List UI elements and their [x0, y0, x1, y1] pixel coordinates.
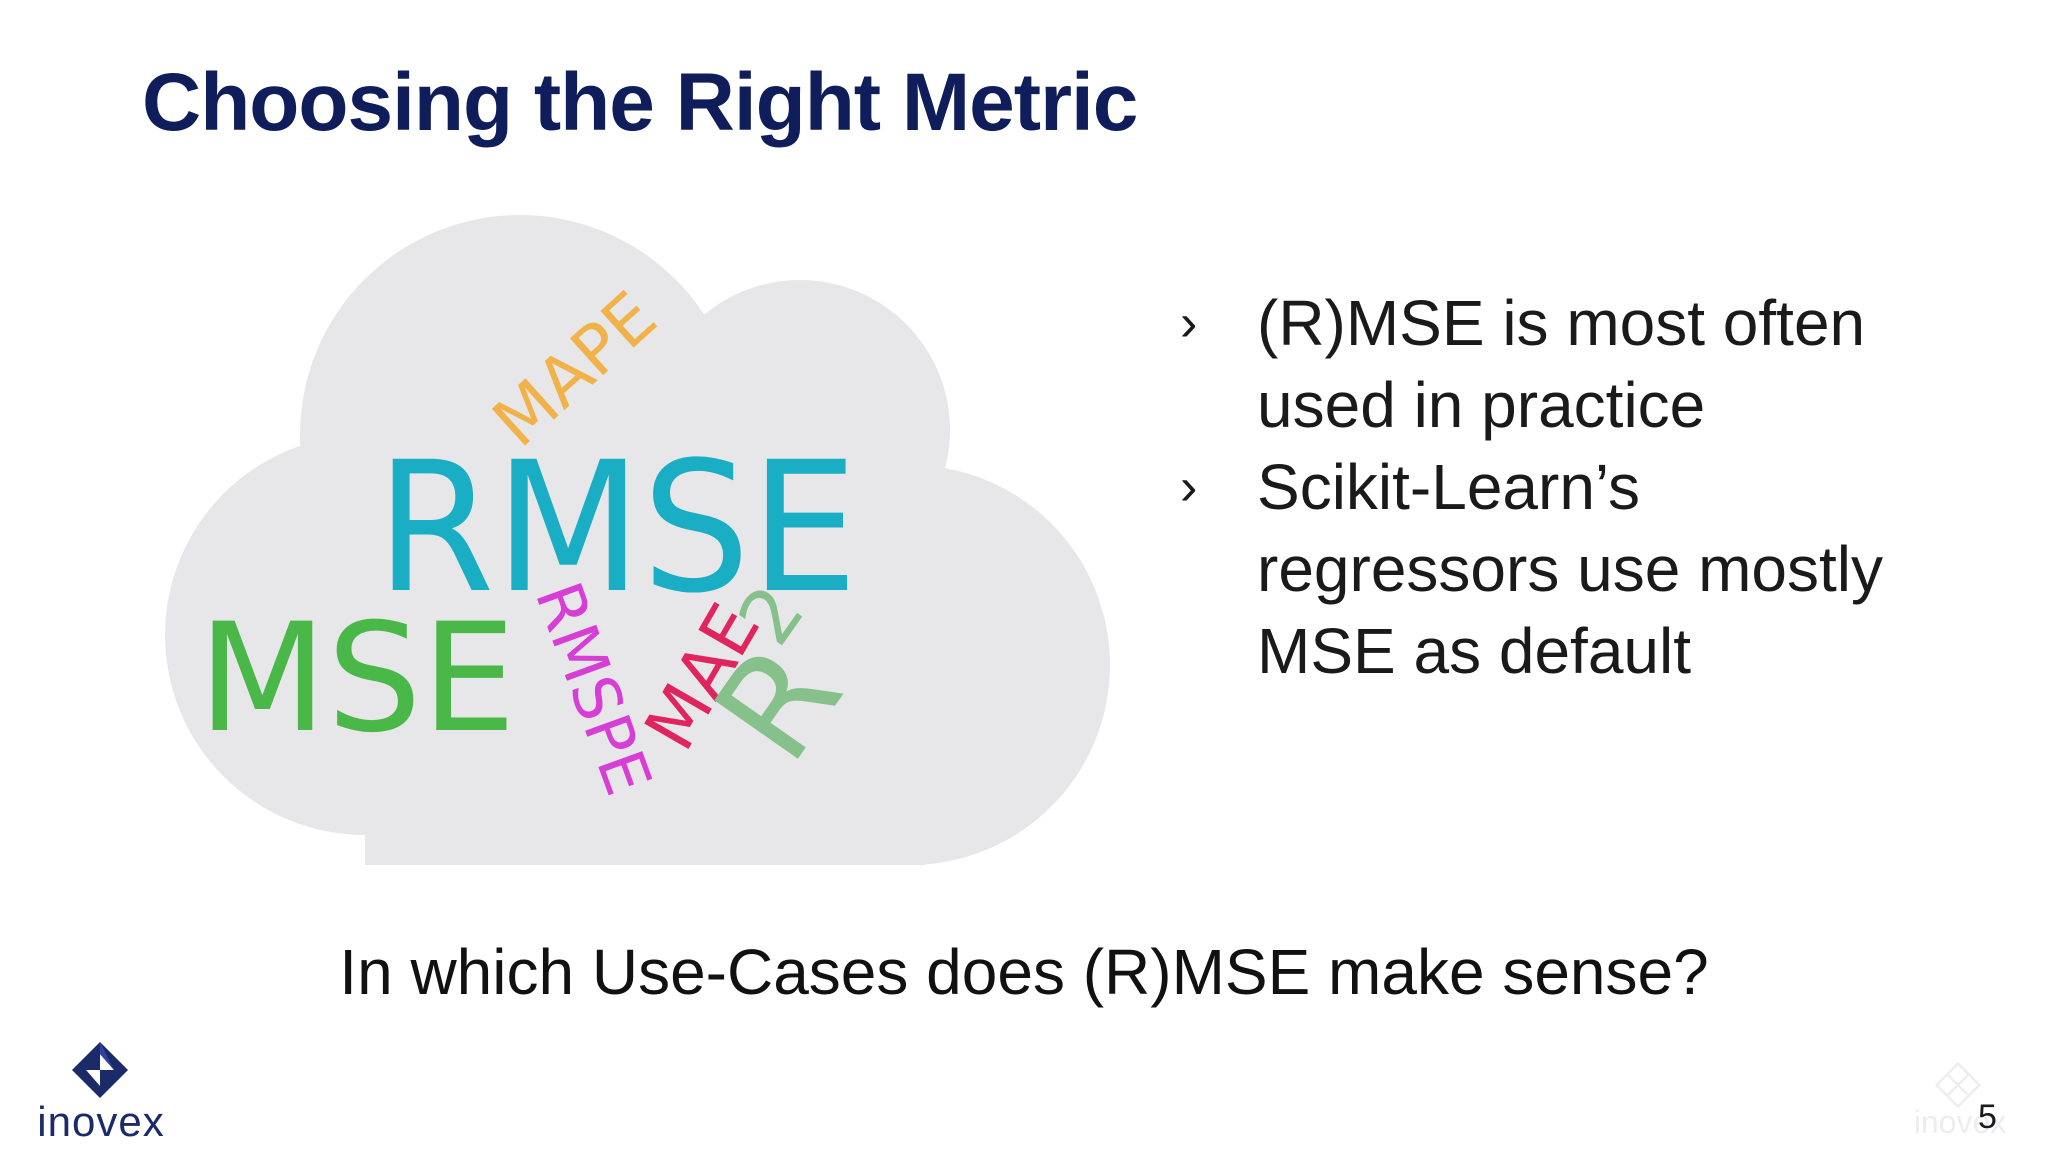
chevron-right-icon: ›: [1180, 294, 1198, 352]
page-number: 5: [1978, 1098, 1997, 1136]
bullet-item: › (R)MSE is most often used in practice: [1180, 282, 1980, 446]
bullet-line: regressors use mostly: [1257, 533, 1883, 605]
inovex-watermark: inovex: [1905, 1062, 2015, 1142]
cloud-shape: [165, 215, 1110, 865]
inovex-logo: inovex: [26, 1040, 176, 1145]
word-cloud-graphic: MAPE RMSE MSE RMSPE MAE R 2: [165, 215, 1110, 865]
word-rmse: RMSE: [376, 424, 858, 633]
bullet-line: MSE as default: [1257, 615, 1691, 687]
watermark-text: inovex: [1913, 1104, 2007, 1140]
word-cloud: MAPE RMSE MSE RMSPE MAE R 2: [150, 195, 1110, 885]
slide-title: Choosing the Right Metric: [142, 57, 1138, 148]
bullet-line: Scikit-Learn’s: [1257, 451, 1640, 523]
logo-text: inovex: [37, 1098, 165, 1145]
word-mse: MSE: [198, 592, 516, 766]
bullet-item: › Scikit-Learn’s regressors use mostly M…: [1180, 446, 1980, 692]
chevron-right-icon: ›: [1180, 458, 1198, 516]
bullet-line: used in practice: [1257, 369, 1706, 441]
watermark-diamond-icon: [1935, 1062, 1981, 1108]
slide-question: In which Use-Cases does (R)MSE make sens…: [339, 936, 1709, 1008]
inovex-diamond-icon: [72, 1042, 128, 1098]
bullet-list: › (R)MSE is most often used in practice …: [1180, 282, 1980, 692]
bullet-line: (R)MSE is most often: [1257, 287, 1866, 359]
